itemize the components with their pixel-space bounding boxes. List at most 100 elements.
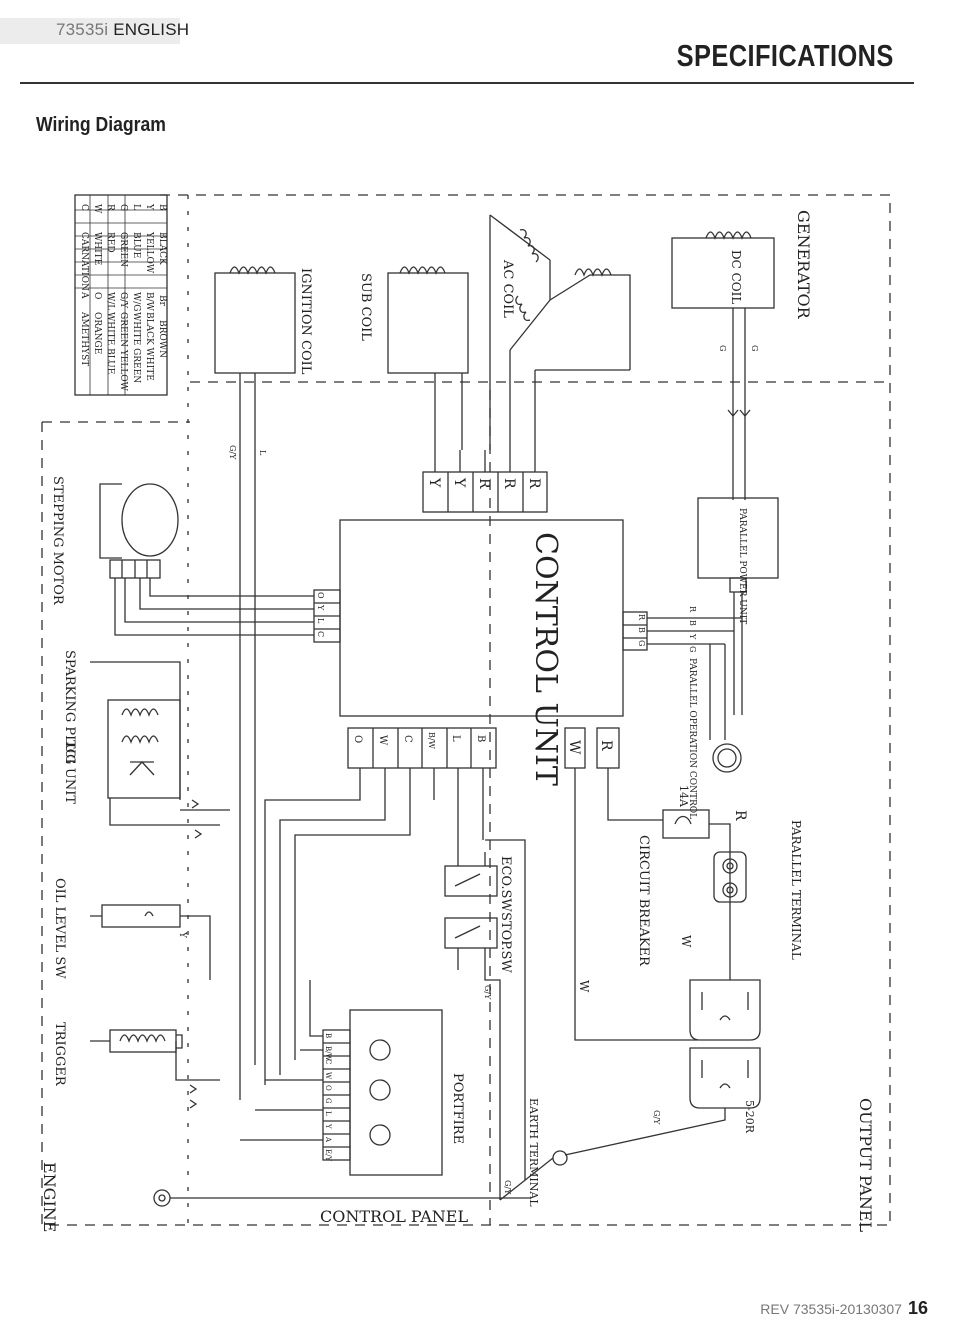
portfire-terminal-5: O <box>324 1085 332 1091</box>
cu-right-terminal-3: G <box>637 640 646 646</box>
language-label: ENGLISH <box>113 20 190 39</box>
earth-terminal <box>552 1150 568 1166</box>
sparking-plug-label: SPARKING PLUG <box>62 650 77 764</box>
dc-coil-box <box>671 237 775 309</box>
receptacle-lower <box>689 1047 761 1109</box>
legend-box <box>74 194 168 396</box>
engine-label: ENGINE <box>40 1162 59 1232</box>
legend-name-white: WHITE <box>92 232 102 265</box>
dc-coil-label: DC COIL <box>729 250 743 304</box>
legend-name-brown: BROWN <box>157 320 167 358</box>
legend-code-o: O <box>92 292 102 299</box>
legend-code-gy: G/Y <box>118 292 128 309</box>
legend-code-y: Y <box>144 203 154 211</box>
portfire-terminal-9: A <box>324 1136 332 1143</box>
ignition-coil-box <box>214 272 296 374</box>
tci-unit-box <box>107 699 181 799</box>
header-tab <box>0 18 180 44</box>
sub-coil-label: SUB COIL <box>358 273 373 341</box>
portfire-label: PORTFIRE <box>450 1073 465 1144</box>
ignition-coil-label: IGNITION COIL <box>298 268 313 375</box>
wire-label-l: L <box>258 450 267 456</box>
parallel-wire-g: G <box>688 646 697 652</box>
model-number: 73535i <box>56 20 109 39</box>
cu-left-terminal-3: L <box>316 618 325 624</box>
stepping-motor-label: STEPPING MOTOR <box>50 476 65 606</box>
parallel-terminal <box>713 851 747 903</box>
generator-frame <box>160 194 891 1225</box>
legend-name-orange: ORANGE <box>92 312 102 354</box>
cu-top-terminal-4: R <box>501 478 517 489</box>
cu-right-terminal-2: B <box>637 627 646 633</box>
control-unit-label: CONTROL UNIT <box>528 532 563 786</box>
wire-label-gy-stop: G/Y <box>483 985 492 1000</box>
control-panel-label: CONTROL PANEL <box>320 1207 468 1226</box>
legend-code-r: R <box>105 204 115 211</box>
legend-code-c: C <box>79 204 89 211</box>
legend-code-l: L <box>131 204 141 210</box>
legend-text: B BLACK Br BROWN Y YELLOW B/W BLACK WHIT… <box>79 203 167 392</box>
legend-code-w: W <box>92 204 102 214</box>
cu-right-terminal-1: R <box>637 614 646 621</box>
portfire-terminal-6: G <box>324 1098 332 1104</box>
circuit-breaker <box>662 809 710 839</box>
cu-top-terminal-1: Y <box>426 477 442 488</box>
cu-top-terminal-3: R <box>476 478 492 489</box>
cu-left-terminal-4: C <box>316 631 325 637</box>
stop-switch <box>444 917 498 949</box>
eco-switch <box>444 865 498 897</box>
generator-label: GENERATOR <box>794 210 813 320</box>
receptacle-label: 5-20R <box>743 1100 756 1134</box>
revision-label: REV 73535i-20130307 <box>760 1301 902 1317</box>
portfire-terminal-8: Y <box>324 1123 332 1129</box>
portfire-terminal-2: B/W <box>324 1046 332 1062</box>
parallel-operation-control-label: PARALLEL OPERATION CONTROL <box>687 658 697 819</box>
cu-bottom-terminal-6: B <box>475 735 486 742</box>
header-model-language: 73535i ENGLISH <box>56 20 189 40</box>
wire-label-gy-earth: G/Y <box>503 1180 512 1195</box>
legend-name-white-blue: WHITE BLUE <box>105 312 115 374</box>
parallel-power-unit-label: PARALLEL POWER UNIT <box>737 508 747 624</box>
parallel-terminal-label: PARALLEL TERMINAL <box>789 820 803 960</box>
sub-coil-box <box>387 272 469 374</box>
oil-level-sw-label: OIL LEVEL SW <box>52 878 67 979</box>
cu-bottom-terminal-2: W <box>377 735 388 746</box>
header-rule <box>20 82 914 84</box>
cu-left-terminal-2: Y <box>316 604 325 611</box>
legend-code-a: A <box>79 291 89 299</box>
legend-name-red: RED <box>105 232 115 253</box>
legend-name-white-green: WHITE GREEN <box>131 312 141 383</box>
legend-name-black-white: BLACK WHITE <box>144 312 154 381</box>
portfire-terminal-10: E/Y <box>324 1149 332 1161</box>
wiring-diagram-svg: B BLACK Br BROWN Y YELLOW B/W BLACK WHIT… <box>40 194 891 1233</box>
circuit-breaker-label: CIRCUIT BREAKER <box>636 835 651 967</box>
parallel-wire-b: B <box>688 620 697 626</box>
wire-label-w-output: W <box>577 980 591 993</box>
trigger-label: TRIGGER <box>52 1022 67 1087</box>
legend-code-bw: B/W <box>144 292 154 312</box>
legend-name-black: BLACK <box>157 232 167 265</box>
breaker-rating-label: 14A <box>677 785 690 808</box>
parallel-wire-r: R <box>688 606 697 613</box>
wire-label-y-oil: Y <box>177 931 187 939</box>
legend-name-green-yellow: GREEN YELLOW <box>118 312 128 392</box>
page-title: SPECIFICATIONS <box>676 38 894 73</box>
wire-label-gy-ignition: G/Y <box>228 445 237 460</box>
legend-name-carnation: CARNATION <box>79 232 89 291</box>
page-footer: REV 73535i-20130307 16 <box>760 1298 928 1319</box>
legend-name-amethyst: AMETHYST <box>79 311 89 366</box>
engine-frame <box>41 422 890 1226</box>
legend-name-green: GREEN <box>118 232 128 267</box>
trigger <box>109 1029 177 1053</box>
portfire-box <box>349 1009 443 1176</box>
portfire-terminal-7: L <box>324 1111 332 1116</box>
page-number: 16 <box>907 1298 928 1318</box>
legend-name-blue: BLUE <box>131 232 141 258</box>
control-unit-box <box>339 519 624 717</box>
dc-wire-g2: G <box>718 345 727 351</box>
section-title: Wiring Diagram <box>36 114 166 136</box>
eco-sw-label: ECO.SW <box>498 856 513 912</box>
legend-code-br: Br <box>157 295 167 307</box>
wiring-diagram: B BLACK Br BROWN Y YELLOW B/W BLACK WHIT… <box>30 180 910 1240</box>
stepping-motor <box>121 483 179 557</box>
